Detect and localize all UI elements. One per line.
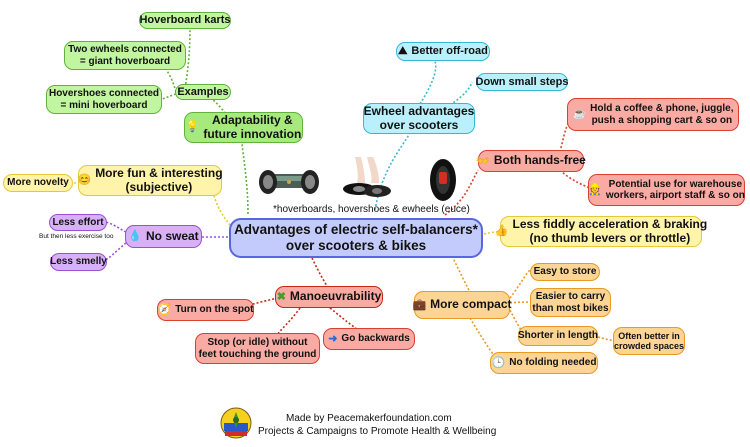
- ewheel-item-offroad: ⛰Better off-road: [396, 42, 490, 61]
- forward-arrow-icon: ➜: [328, 332, 338, 345]
- hands-free-label: Both hands-free: [493, 153, 586, 168]
- example-hoverboard-karts: Hoverboard karts: [139, 12, 231, 29]
- hoverboard-image: [259, 170, 319, 194]
- example-mini-hoverboard: Hovershoes connected = mini hoverboard: [46, 85, 162, 114]
- compact-label: More compact: [430, 297, 512, 312]
- sweat-label: No sweat: [146, 228, 199, 243]
- offroad-label: Better off-road: [411, 45, 488, 58]
- hovershoes-image: [343, 157, 391, 197]
- compact-item-store: Easy to store: [530, 263, 600, 281]
- fiddly-node: 👍Less fiddly acceleration & braking (no …: [495, 216, 707, 247]
- ewheel-image: [430, 159, 456, 201]
- coffee-cup-icon: ☕: [572, 108, 587, 121]
- briefcase-icon: 💼: [412, 298, 427, 311]
- workers-label: Potential use for warehouse workers, air…: [605, 178, 745, 202]
- folding-label: No folding needed: [509, 357, 597, 369]
- smiley-icon: 😊: [77, 174, 92, 187]
- turn-label: Turn on the spot: [175, 304, 254, 316]
- ewheel-item-steps: Down small steps: [476, 73, 568, 91]
- compact-item-length: Shorter in length: [518, 326, 598, 346]
- arrows-icon: ✖: [276, 290, 286, 303]
- manoeuvrability-label: Manoeuvrability: [289, 289, 382, 304]
- fun-node: 😊More fun & interesting (subjective): [77, 165, 223, 196]
- adaptability-label: Adaptability & future innovation: [203, 112, 302, 141]
- droplet-icon: 💧: [128, 230, 142, 243]
- compact-node: 💼More compact: [412, 291, 512, 319]
- sweat-node: 💧 No sweat: [125, 225, 202, 248]
- fiddly-label: Less fiddly acceleration & braking (no t…: [512, 216, 708, 245]
- hands-free-item-coffee: ☕Hold a coffee & phone, juggle, push a s…: [567, 98, 739, 131]
- manoeuvre-item-turn: 🧭Turn on the spot: [157, 299, 254, 321]
- adaptability-node: 💡Adaptability & future innovation: [184, 112, 303, 143]
- compact-item-folding: 🕒No folding needed: [490, 352, 598, 374]
- hands-icon: 👐: [476, 154, 490, 167]
- ewheel-node: Ewheel advantages over scooters: [363, 103, 475, 134]
- sweat-item-less-effort: Less effort: [49, 214, 107, 231]
- manoeuvre-item-stop: Stop (or idle) without feet touching the…: [195, 333, 320, 364]
- compass-icon: 🧭: [157, 303, 172, 316]
- fun-item-novelty: More novelty: [3, 174, 73, 192]
- mountain-icon: ⛰: [398, 45, 408, 58]
- peacemaker-logo: [220, 407, 252, 439]
- compact-item-carry: Easier to carry than most bikes: [530, 288, 611, 317]
- clock-icon: 🕒: [491, 356, 506, 369]
- sweat-note: But then less exercise too: [39, 233, 114, 240]
- footer-line2: Projects & Campaigns to Promote Health &…: [258, 426, 497, 437]
- sweat-item-less-smelly: Less smelly: [50, 253, 107, 271]
- central-topic: Advantages of electric self-balancers* o…: [229, 218, 483, 258]
- hands-free-node: 👐Both hands-free: [476, 150, 586, 172]
- example-giant-hoverboard: Two ewheels connected = giant hoverboard: [64, 41, 186, 70]
- worker-icon: 👷: [588, 183, 602, 196]
- examples-label: Examples: [175, 84, 231, 100]
- fun-label: More fun & interesting (subjective): [95, 165, 223, 194]
- footnote: *hoverboards, hovershoes & ewheels (euce…: [273, 204, 470, 215]
- manoeuvrability-node: ✖Manoeuvrability: [275, 286, 383, 308]
- manoeuvre-item-backwards: ➜Go backwards: [323, 328, 415, 350]
- hands-free-item-workers: 👷Potential use for warehouse workers, ai…: [588, 174, 745, 206]
- backwards-label: Go backwards: [341, 333, 410, 345]
- footer-line1: Made by Peacemakerfoundation.com: [286, 413, 452, 424]
- compact-note-crowded: Often better in crowded spaces: [613, 327, 685, 355]
- coffee-label: Hold a coffee & phone, juggle, push a sh…: [590, 103, 734, 126]
- thumbs-up-icon: 👍: [494, 225, 509, 238]
- lightbulb-icon: 💡: [185, 121, 200, 134]
